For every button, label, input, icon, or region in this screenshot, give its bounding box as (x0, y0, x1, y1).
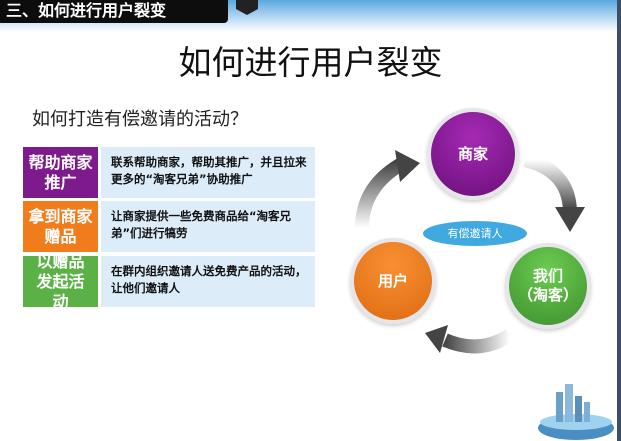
section-tab: 三、如何进行用户裂变 (0, 0, 228, 23)
node-label: 商家 (457, 144, 488, 163)
slide-title: 如何进行用户裂变 (178, 43, 443, 82)
node-label: 我们 (532, 267, 563, 285)
node-label: 用户 (377, 271, 408, 290)
arrow-us-to-user (442, 329, 514, 354)
node-user: 用户 (350, 238, 436, 324)
node-us: 我们（淘客） (505, 243, 591, 329)
step-label: 拿到商家赠品 (23, 201, 98, 252)
arrow-head (555, 207, 585, 232)
step-desc: 在群内组织邀请人送免费产品的活动，让他们邀请人 (101, 256, 315, 307)
step-row: 帮助商家推广 联系帮助商家，帮助其推广，并且拉来更多的“淘客兄弟”协助推广 (23, 147, 315, 198)
center-label: 有偿邀请人 (423, 221, 527, 246)
arrow-head (395, 150, 420, 182)
node-sublabel: （淘客） (517, 286, 578, 304)
node-merchant: 商家 (427, 108, 519, 200)
shield-icon (236, 0, 258, 15)
step-desc: 联系帮助商家，帮助其推广，并且拉来更多的“淘客兄弟”协助推广 (101, 147, 315, 198)
step-row: 拿到商家赠品 让商家提供一些免费商品给“淘客兄弟”们进行犒劳 (23, 201, 315, 252)
step-label: 以赠品发起活动 (23, 252, 98, 311)
step-row: 以赠品发起活动 在群内组织邀请人送免费产品的活动，让他们邀请人 (23, 252, 315, 311)
slide-subtitle: 如何打造有偿邀请的活动？ (32, 109, 248, 130)
city-globe-image (538, 384, 614, 440)
step-label: 帮助商家推广 (23, 147, 98, 198)
right-edge-bar (617, 0, 621, 441)
arrow-merchant-to-us (523, 153, 577, 211)
arrow-user-to-merchant (355, 155, 409, 229)
step-desc: 让商家提供一些免费商品给“淘客兄弟”们进行犒劳 (101, 201, 315, 252)
arrow-head (425, 325, 448, 353)
